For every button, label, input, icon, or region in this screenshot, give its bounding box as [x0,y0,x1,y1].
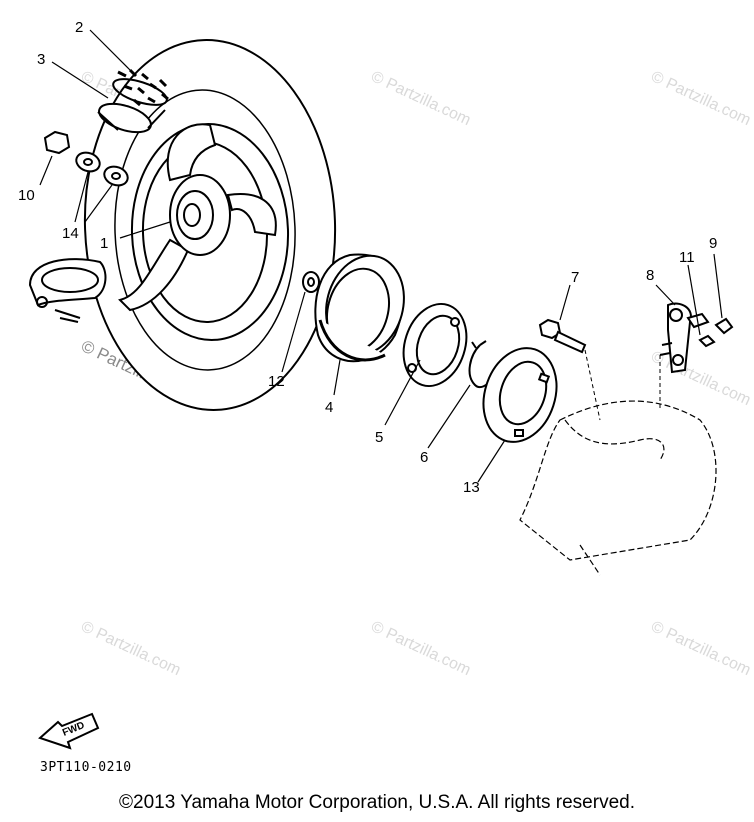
washer-12 [302,271,320,293]
circlip [468,340,491,389]
callout-7: 7 [571,269,579,286]
callout-12: 12 [268,373,285,390]
watermark-text: © Partzilla.com [78,618,183,679]
cover-plate [482,347,558,443]
watermark-text: © Partzilla.com [368,618,473,679]
callout-6: 6 [420,449,428,466]
alignment-lines [584,349,661,421]
fwd-arrow: FWD [38,712,100,750]
wheel-hub [118,123,290,341]
brake-shoes [402,302,468,388]
callout-9: 9 [709,235,717,252]
callout-11: 11 [679,249,695,266]
engine-case [519,400,717,576]
brake-drum [314,253,405,363]
callout-3: 3 [37,51,45,68]
callout-1: 1 [100,235,108,252]
callouts: 2 3 10 14 1 12 4 5 6 13 7 8 11 9 [18,19,717,496]
callout-8: 8 [646,267,654,284]
watermark-text: © Partzilla.com [368,68,473,129]
callout-10: 10 [18,187,35,204]
nut-washers [43,130,129,187]
watermark-text: © Partzilla.com [648,618,753,679]
brake-lever [659,302,734,374]
callout-5: 5 [375,429,383,446]
valve-stem [97,78,168,134]
cam-bolt [538,318,587,354]
catalog-code: 3PT110-0210 [40,760,132,775]
callout-14: 14 [62,225,79,242]
bracket [28,258,107,323]
watermark-text: © Partzilla.com [648,68,753,129]
callout-4: 4 [325,399,333,416]
callout-2: 2 [75,19,83,36]
copyright-notice: ©2013 Yamaha Motor Corporation, U.S.A. A… [119,792,635,813]
callout-13: 13 [463,479,480,496]
leader-lines [39,29,723,483]
watermark-text: © Partzilla.com [648,348,753,409]
